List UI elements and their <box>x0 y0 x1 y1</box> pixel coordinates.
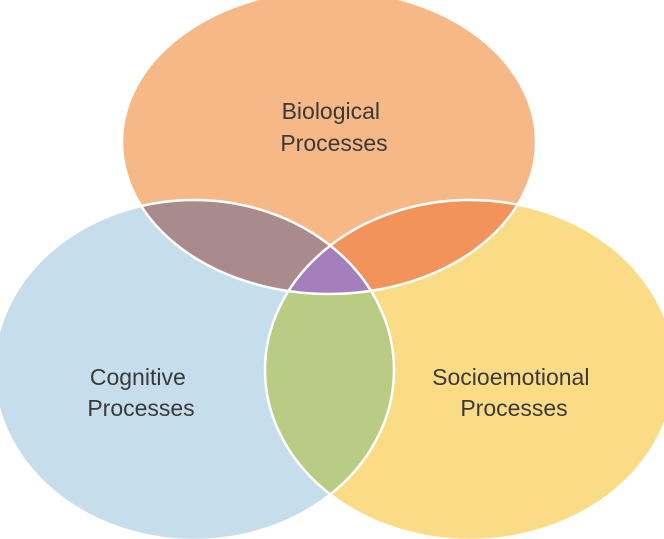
biological-outline <box>120 0 538 296</box>
socioemotional-processes-label: Socioemotional Processes <box>432 364 596 421</box>
cognitive-processes-label: Cognitive Processes <box>87 364 194 421</box>
cognitive-label-line2: Processes <box>87 395 194 421</box>
biological-processes-label: Biological Processes <box>280 98 387 156</box>
cognitive-outline <box>0 198 396 539</box>
biological-label-line1: Biological <box>282 98 380 124</box>
biological-label-line2: Processes <box>280 130 387 156</box>
socioemotional-label-line1: Socioemotional <box>432 364 589 390</box>
socioemotional-label-line2: Processes <box>460 395 567 421</box>
cognitive-label-line1: Cognitive <box>90 364 186 390</box>
socioemotional-outline <box>263 198 664 539</box>
